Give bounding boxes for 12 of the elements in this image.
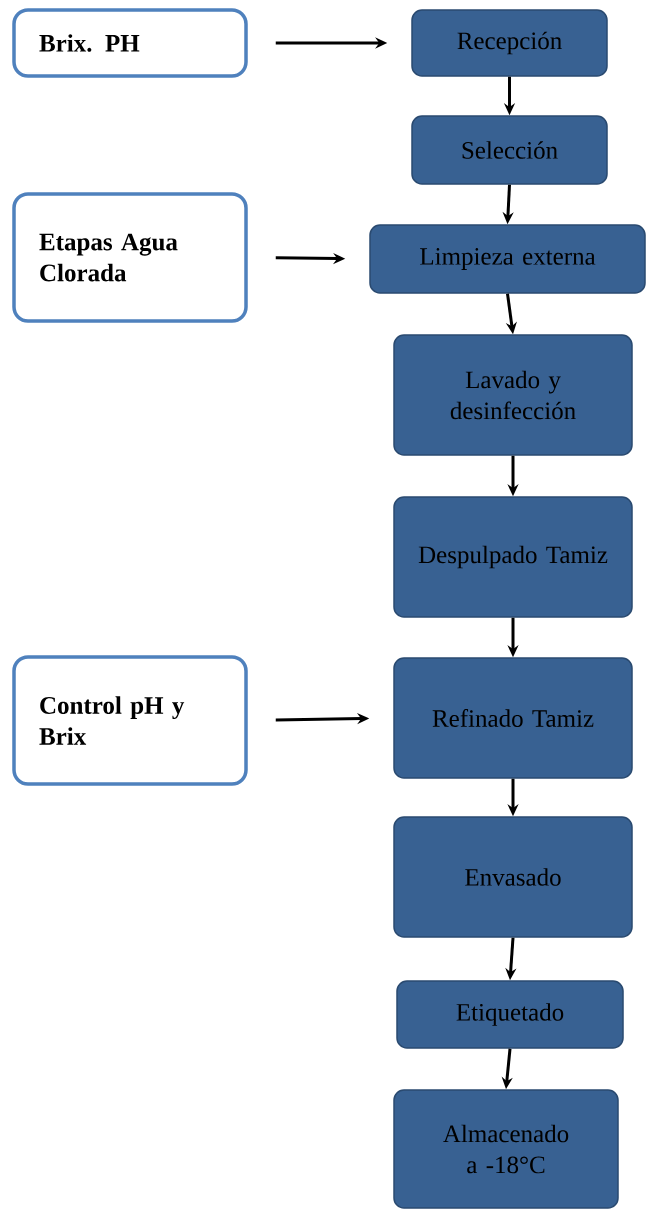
process-box: Envasado [393,816,633,938]
process-box: Lavado y desinfección [393,334,633,456]
process-box: Recepción [411,9,608,77]
process-box: Selección [411,115,608,185]
process-box: Almacenado a -18°C [393,1089,619,1209]
process-box: Etiquetado [396,980,624,1049]
input-box: Brix. PH [12,8,248,78]
process-box: Limpieza externa [369,224,646,294]
input-box: Etapas Agua Clorada [12,192,248,323]
process-box: Refinado Tamiz [393,657,633,779]
input-box: Control pH y Brix [12,655,248,786]
process-box: Despulpado Tamiz [393,496,633,618]
